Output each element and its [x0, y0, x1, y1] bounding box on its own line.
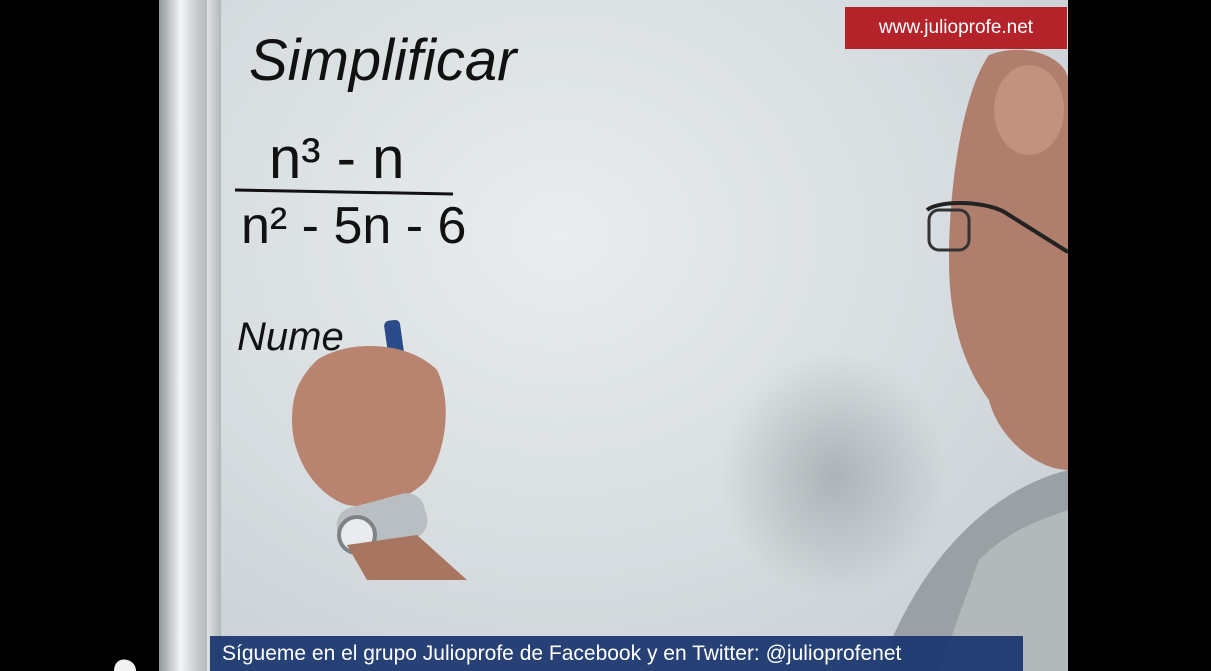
fraction-denominator: n² - 5n - 6 — [241, 197, 466, 255]
whiteboard-title: Simplificar — [249, 28, 519, 93]
presenter — [879, 49, 1068, 671]
fraction-bar — [234, 188, 454, 196]
caption-banner: Sígueme en el grupo Julioprofe de Facebo… — [210, 636, 1023, 671]
person-shadow — [719, 350, 949, 600]
corner-indicator-icon — [114, 659, 136, 671]
video-frame-content: Simplificar n³ - n n² - 5n - 6 Nume — [159, 0, 1068, 671]
watermark-url: www.julioprofe.net — [845, 7, 1067, 49]
fraction-numerator: n³ - n — [269, 126, 404, 191]
whiteboard-handwriting: Simplificar n³ - n n² - 5n - 6 Nume — [234, 28, 519, 359]
presenter-hand — [292, 320, 467, 580]
partial-word: Nume — [237, 315, 344, 359]
whiteboard-edge — [207, 0, 223, 671]
